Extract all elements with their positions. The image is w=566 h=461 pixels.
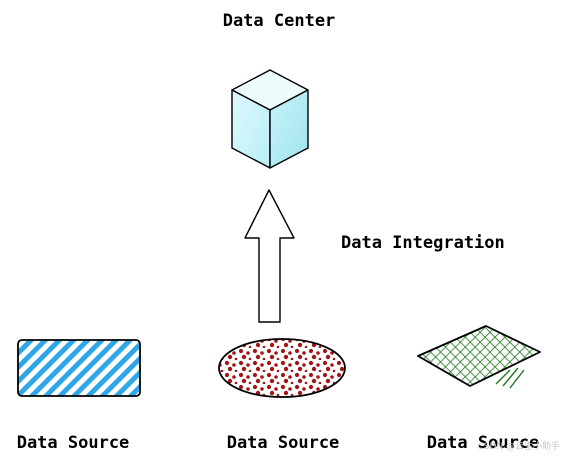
source-rectangle-shape [17, 339, 141, 397]
integration-arrow-icon [244, 189, 295, 323]
source-label-2: Data Source [227, 433, 340, 453]
source-label-3: Data Source [427, 433, 540, 453]
integration-label: Data Integration [341, 233, 505, 253]
source-rhombus-shape [417, 325, 541, 387]
data-center-label: Data Center [223, 11, 336, 31]
data-center-cube-icon [231, 69, 309, 169]
source-label-1: Data Source [17, 433, 130, 453]
rhombus-scribble-mark [495, 367, 525, 389]
source-ellipse-shape [218, 338, 346, 398]
watermark-text: CSDN @云生小助手 [477, 440, 560, 452]
